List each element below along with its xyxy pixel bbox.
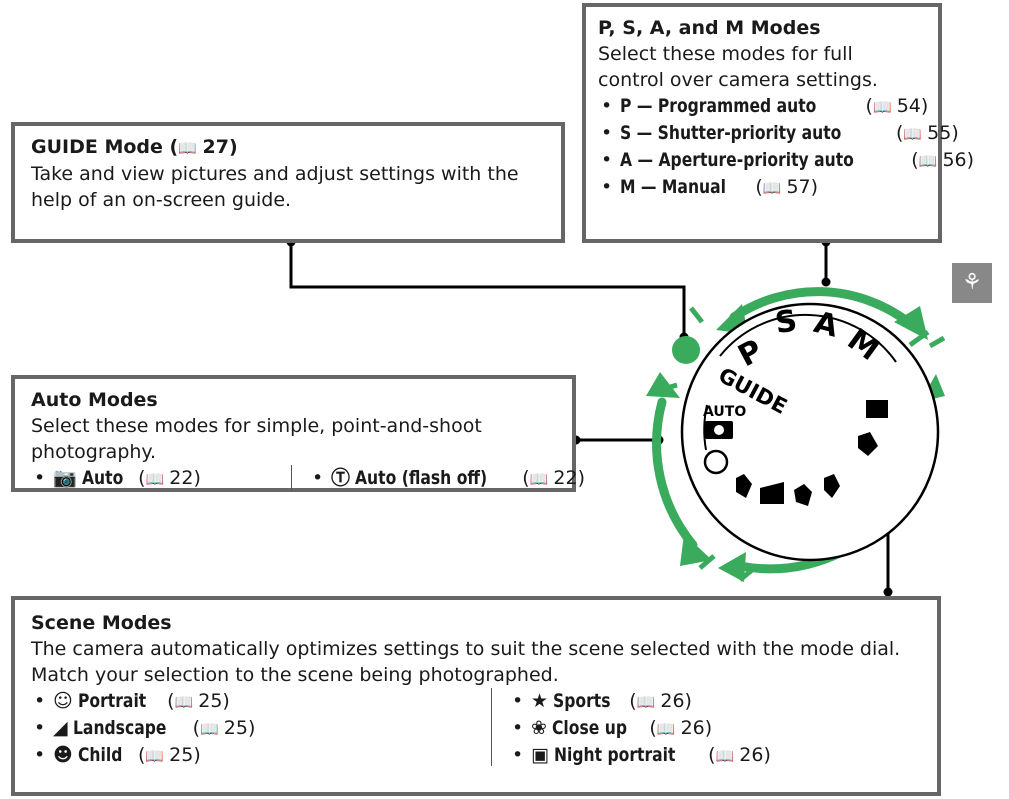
book-icon: 📖 <box>918 152 938 170</box>
auto-modes-box: Auto Modes Select these modes for simple… <box>11 375 585 492</box>
book-icon: 📖 <box>145 470 165 488</box>
guide-mode-box: GUIDE Mode (📖 27) Take and view pictures… <box>11 122 565 243</box>
closeup-icon: ❀ <box>531 717 547 739</box>
book-icon: 📖 <box>145 747 164 765</box>
scene-title: Scene Modes <box>31 612 172 634</box>
guide-desc-1: Take and view pictures and adjust settin… <box>31 163 519 185</box>
psam-desc-1: Select these modes for full <box>598 43 853 65</box>
guide-mode-title: GUIDE Mode (📖 27) <box>31 136 238 158</box>
auto-desc-2: photography. <box>31 441 156 463</box>
scene-item-night-portrait: ▣Night portrait (📖 26) <box>509 742 771 769</box>
book-icon: 📖 <box>636 693 656 711</box>
book-icon: 📖 <box>903 125 922 143</box>
flash-off-icon <box>703 449 729 475</box>
book-icon: 📖 <box>200 720 219 738</box>
scene-modes-box: Scene Modes The camera automatically opt… <box>11 596 941 796</box>
book-icon: 📖 <box>715 747 735 765</box>
psam-item-p: P — Programmed auto (📖 54) <box>598 93 928 120</box>
dial-icons <box>703 400 888 506</box>
dial-label-s: S <box>773 304 799 342</box>
psam-item-m: M — Manual (📖 57) <box>598 174 926 201</box>
psam-desc-2: control over camera settings. <box>598 69 878 91</box>
portrait-icon: ☺ <box>53 690 73 712</box>
auto-desc-1: Select these modes for simple, point-and… <box>31 415 482 437</box>
book-icon: 📖 <box>762 179 782 197</box>
landscape-icon <box>760 482 784 504</box>
book-icon: 📖 <box>529 470 549 488</box>
scene-item-landscape: ◢Landscape (📖 25) <box>31 715 255 742</box>
guide-desc-2: help of an on-screen guide. <box>31 189 292 211</box>
child-icon: ☻ <box>53 744 73 766</box>
auto-camera-icon: 📷 <box>53 467 77 489</box>
top-arc-arrow <box>729 287 913 327</box>
psam-title: P, S, A, and M Modes <box>598 17 821 39</box>
scene-desc-2: Match your selection to the scene being … <box>31 664 559 686</box>
auto-title: Auto Modes <box>31 389 158 411</box>
weathervane-icon: ⚘ <box>952 263 992 303</box>
sports-icon: ★ <box>531 690 549 712</box>
child-icon <box>736 474 752 498</box>
psam-item-s: S — Shutter-priority auto (📖 55) <box>598 120 959 147</box>
dial-label-auto: AUTO <box>703 404 746 420</box>
guide-connector <box>289 242 686 337</box>
book-icon: 📖 <box>174 693 194 711</box>
scene-item-closeup: ❀Close up (📖 26) <box>509 715 771 742</box>
selection-indicator <box>672 336 700 364</box>
scene-item-sports: ★Sports (📖 26) <box>509 688 771 715</box>
portrait-icon <box>858 432 878 456</box>
closeup-icon <box>824 474 840 498</box>
scene-desc-1: The camera automatically optimizes setti… <box>31 638 901 660</box>
psam-modes-box: P, S, A, and M Modes Select these modes … <box>582 3 974 243</box>
night-portrait-icon: ▣ <box>531 744 549 766</box>
night-portrait-icon <box>866 400 888 418</box>
book-icon: 📖 <box>656 720 676 738</box>
left-arc-arrow <box>652 397 698 550</box>
book-icon: 📖 <box>178 139 197 157</box>
auto-item-auto: 📷Auto (📖 22) <box>31 465 201 492</box>
scene-item-portrait: ☺Portrait (📖 25) <box>31 688 255 715</box>
flash-off-icon: Ⓣ <box>331 467 351 489</box>
scene-item-child: ☻Child (📖 25) <box>31 742 255 769</box>
sports-icon <box>794 484 812 506</box>
psam-item-a: A — Aperture-priority auto (📖 56) <box>598 147 974 174</box>
landscape-icon: ◢ <box>53 717 68 739</box>
book-icon: 📖 <box>872 98 892 116</box>
